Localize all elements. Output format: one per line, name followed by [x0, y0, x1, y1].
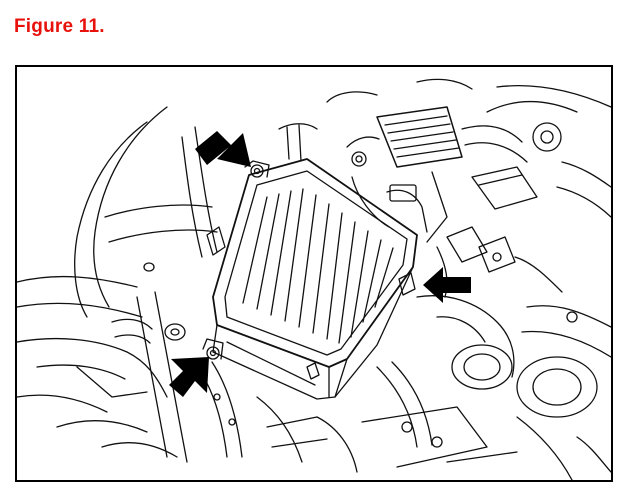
arrow-icon-right: [423, 267, 471, 303]
figure-title: Figure 11.: [14, 16, 105, 37]
engine-bay-illustration: [17, 78, 611, 480]
air-cleaner-housing: [202, 123, 418, 400]
arrow-icon-top-left: [195, 131, 251, 167]
intake-components: [326, 78, 611, 293]
figure-frame: [15, 65, 613, 482]
arrow-icon-bottom-left: [169, 357, 209, 397]
left-fender-lines: [17, 106, 303, 463]
